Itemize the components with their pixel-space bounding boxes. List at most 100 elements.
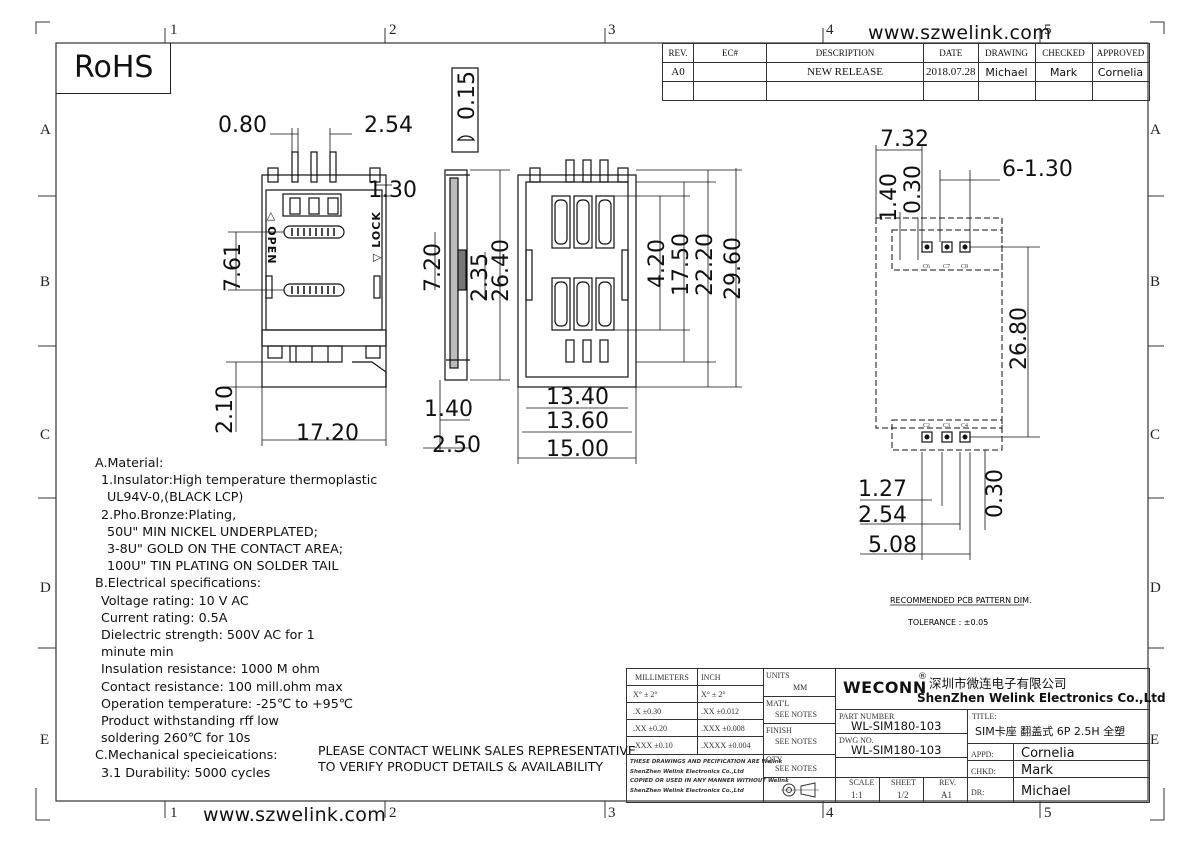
dim-7-61: 7.61 <box>221 243 246 292</box>
note-line: Dielectric strength: 500V AC for 1 <box>101 627 315 643</box>
dim-2-54: 2.54 <box>364 113 413 138</box>
dim-0-80: 0.80 <box>218 113 267 138</box>
company-cn: 深圳市微连电子有限公司 <box>929 676 1067 691</box>
website-top[interactable]: www.szwelink.com <box>868 22 1052 44</box>
spec-notes: A.Material: 1.Insulator:High temperature… <box>95 454 377 781</box>
note-line: Current rating: 0.5A <box>101 609 228 625</box>
dim-0-30-pcb-bottom: 0.30 <box>983 469 1008 518</box>
note-line: A.Material: <box>95 455 164 470</box>
dwg-no: WL-SIM180-103 <box>851 743 942 757</box>
note-line: C.Mechanical specieications: <box>95 747 278 763</box>
tol-inch-1: .XX ±0.012 <box>701 707 739 716</box>
zone-bottom-4: 4 <box>826 805 834 821</box>
note-line: 3-8U" GOLD ON THE CONTACT AREA; <box>107 541 344 557</box>
chkd-value: Mark <box>1021 763 1054 778</box>
appd-label: APPD: <box>971 750 994 759</box>
tol-mm-0: X° ± 2° <box>633 690 658 699</box>
zone-top-1: 1 <box>170 22 178 38</box>
corner-marks <box>35 21 1165 821</box>
inner-frame <box>55 42 1149 802</box>
pad-label-c7: C7 <box>943 264 950 270</box>
dim-15-00: 15.00 <box>546 437 609 462</box>
tol-mm-1: .X ±0.30 <box>633 707 662 716</box>
part-no: WL-SIM180-103 <box>851 719 942 733</box>
dim-6-1-30: 6-1.30 <box>1002 157 1073 182</box>
dim-7-32: 7.32 <box>880 127 929 152</box>
zone-top-4: 4 <box>826 22 834 38</box>
dim-26-80: 26.80 <box>1007 307 1032 370</box>
pad-label-c8: C8 <box>961 264 968 270</box>
zone-left-e: E <box>40 732 50 748</box>
bottom-view <box>517 159 637 388</box>
rev-cell-drawing: Michael <box>977 62 1036 82</box>
tol-inch-3: .XXXX ±0.004 <box>701 741 751 750</box>
finish-see-notes: SEE NOTES <box>775 737 817 746</box>
zone-left-a: A <box>40 122 51 138</box>
note-line: 3.1 Durability: 5000 cycles <box>101 764 271 780</box>
rohs-box: RoHS <box>56 43 171 94</box>
zone-left-c: C <box>40 427 51 443</box>
note-line: 100U" TIN PLATING ON SOLDER TAIL <box>107 558 339 574</box>
dim-7-20: 7.20 <box>421 243 446 292</box>
note-line: Insulation resistance: 1000 M ohm <box>101 661 320 677</box>
bottom-view-dim-lines <box>517 168 742 464</box>
rohs-label: RoHS <box>74 50 154 85</box>
side-view <box>444 67 479 381</box>
tol-inch-2: .XXX ±0.008 <box>701 724 745 733</box>
scale-label: SCALE <box>849 778 875 787</box>
revision-table: REV. EC# DESCRIPTION DATE DRAWING CHECKE… <box>662 43 1150 101</box>
chkd-label: CHKD: <box>971 767 996 776</box>
title-label: TITLE: <box>972 712 997 721</box>
dim-0-30-pcb-top: 0.30 <box>901 165 926 214</box>
dim-13-60: 13.60 <box>546 409 609 434</box>
rev-cell-approved: Cornelia <box>1091 62 1150 82</box>
pad-label-c2: C2 <box>923 423 930 429</box>
zone-top-3: 3 <box>608 22 616 38</box>
dim-1-27: 1.27 <box>858 477 907 502</box>
note-line: Operation temperature: -25℃ to +95℃ <box>101 695 354 711</box>
side-view-dim-lines <box>423 169 510 450</box>
pad-label-c6: C6 <box>923 264 930 270</box>
dim-13-40: 13.40 <box>546 385 609 410</box>
dim-1-30: 1.30 <box>368 178 417 203</box>
zone-right-d: D <box>1150 580 1161 596</box>
drawing-title: SIM卡座 翻盖式 6P 2.5H 全塑 <box>975 725 1126 738</box>
zone-bottom-1: 1 <box>170 805 178 821</box>
website-bottom[interactable]: www.szwelink.com <box>203 804 387 826</box>
top-view <box>261 151 387 388</box>
dim-2-50: 2.50 <box>432 433 481 458</box>
units-label: UNITS <box>766 671 790 680</box>
dim-29-60: 29.60 <box>721 237 746 300</box>
dim-1-40-pcb: 1.40 <box>877 173 902 222</box>
part-no-label: PART NUMBER <box>839 712 895 721</box>
dim-1-40: 1.40 <box>424 397 473 422</box>
pcb-tolerance: TOLERANCE : ±0.05 <box>907 618 988 627</box>
units-value: MM <box>793 683 808 692</box>
projection-symbol-icon <box>781 782 819 798</box>
finish-label: FINISH <box>766 726 792 735</box>
dim-22-20: 22.20 <box>693 233 718 296</box>
note-line: 1.Insulator:High temperature thermoplast… <box>101 472 378 488</box>
pad-label-c3: C3 <box>943 423 950 429</box>
zone-ticks <box>38 28 1164 818</box>
dr-value: Michael <box>1021 784 1071 799</box>
qty-see-notes: SEE NOTES <box>775 764 817 773</box>
pcb-dim-lines <box>860 145 1040 606</box>
pcb-pattern <box>875 217 1003 451</box>
dr-label: DR: <box>971 788 985 797</box>
disclaimer: THESE DRAWINGS AND PECIFICATION ARE Weli… <box>630 759 789 794</box>
zone-right-b: B <box>1150 274 1161 290</box>
note-line: UL94V-0,(BLACK LCP) <box>107 489 244 505</box>
tol-inch-0: X° ± 2° <box>701 690 726 699</box>
pcb-caption: RECOMMENDED PCB PATTERN DIM. <box>890 596 1032 605</box>
rev-cell-checked: Mark <box>1034 62 1093 82</box>
note-line: Contact resistance: 100 mill.ohm max <box>101 678 343 694</box>
company-logo: WECONN <box>843 678 927 697</box>
contact-line: PLEASE CONTACT WELINK SALES REPRESENTATI… <box>318 743 636 758</box>
zone-left-d: D <box>40 580 51 596</box>
zone-bottom-2: 2 <box>389 805 397 821</box>
note-line: Voltage rating: 10 V AC <box>101 592 249 608</box>
registered-mark: ® <box>918 672 927 682</box>
dim-5-08: 5.08 <box>868 533 917 558</box>
note-line: minute min <box>101 644 174 660</box>
